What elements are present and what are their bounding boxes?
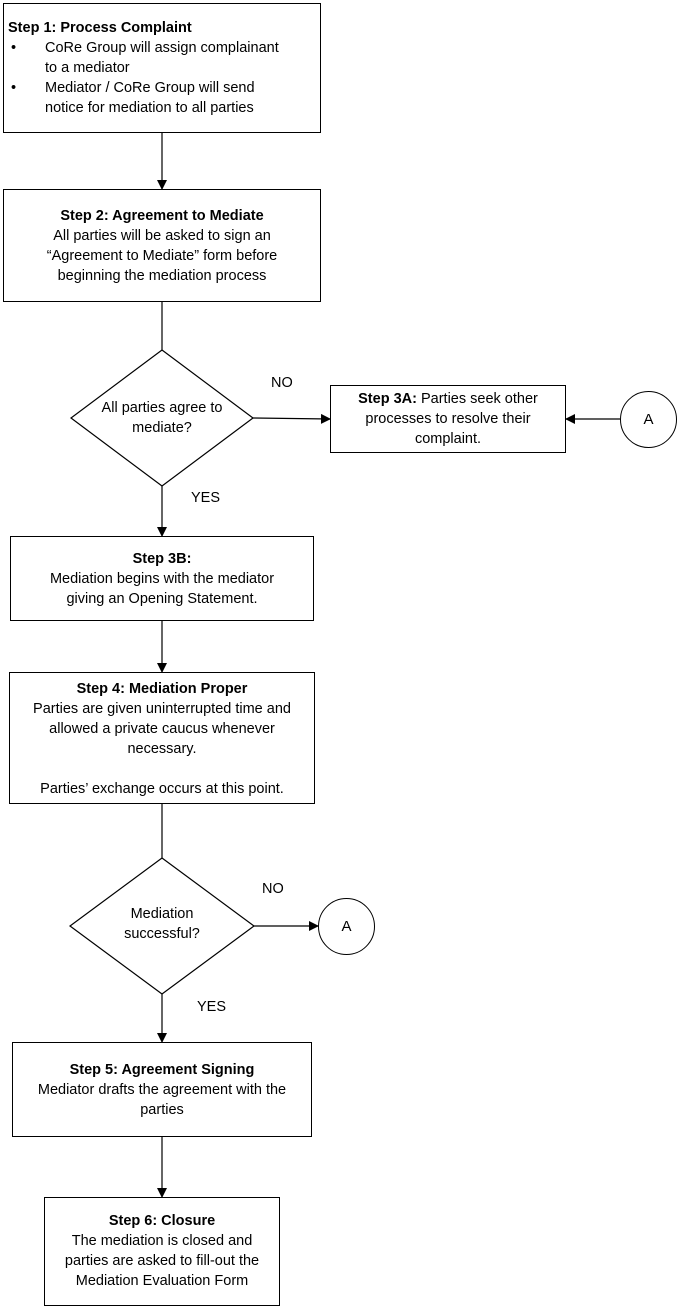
decision1-no-label: NO: [271, 375, 293, 391]
step4-title: Step 4: Mediation Proper: [76, 681, 248, 697]
step6-title: Step 6: Closure: [108, 1213, 216, 1229]
step6-box: Step 6: Closure The mediation is closed …: [44, 1197, 280, 1306]
step2-title: Step 2: Agreement to Mediate: [60, 208, 264, 224]
connector-a-bottom: A: [318, 898, 375, 955]
connector-a-top: A: [620, 391, 677, 448]
step3b-box: Step 3B: Mediation begins with the media…: [10, 536, 314, 621]
step2-box: Step 2: Agreement to Mediate All parties…: [3, 189, 321, 302]
step4-box: Step 4: Mediation Proper Parties are giv…: [9, 672, 315, 804]
step1-box: Step 1: Process Complaint • CoRe Group w…: [3, 3, 321, 133]
step4-extra: Parties’ exchange occurs at this point.: [40, 781, 284, 797]
step1-bullet: • Mediator / CoRe Group will send notice…: [11, 80, 255, 116]
decision1-question: All parties agree to mediate?: [101, 400, 223, 436]
arrow-decision1-step3a: [252, 413, 331, 424]
step5-title: Step 5: Agreement Signing: [69, 1062, 255, 1078]
step1-bullets: • CoRe Group will assign complainant to …: [8, 38, 316, 118]
decision2-no-label: NO: [262, 881, 284, 897]
step1-bullet: • CoRe Group will assign complainant to …: [11, 40, 279, 76]
step5-box: Step 5: Agreement Signing Mediator draft…: [12, 1042, 312, 1137]
decision2-yes-label: YES: [197, 999, 227, 1015]
step3a-title: Step 3A:: [358, 391, 417, 407]
step3b-title: Step 3B:: [132, 551, 192, 567]
decision2-question: Mediation successful?: [124, 906, 200, 942]
decision1-yes-label: YES: [191, 490, 221, 506]
step3a-box: Step 3A: Parties seek other processes to…: [330, 385, 566, 453]
step1-title: Step 1: Process Complaint: [8, 20, 192, 36]
